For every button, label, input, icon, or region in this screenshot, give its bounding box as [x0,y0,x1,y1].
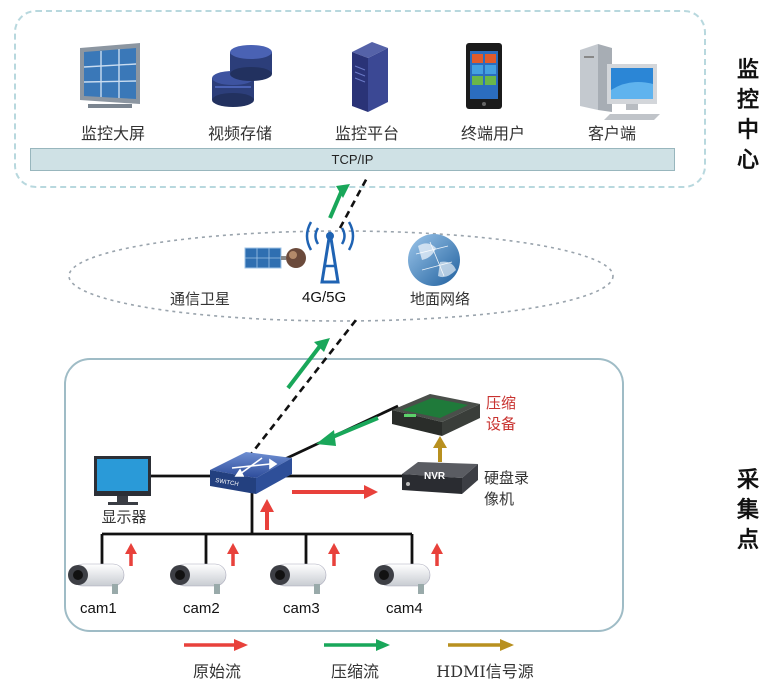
camera-icon [68,563,125,594]
transport-cloud [68,230,614,322]
camera-label: cam4 [386,600,423,617]
camera-label: cam1 [80,600,117,617]
hdmi-signal-arrow [433,436,447,462]
nvr-device-icon [402,462,478,494]
legend-hdmi-arrow [448,639,514,651]
display-label: 显示器 [101,508,147,526]
nvr-label: 硬盘录 像机 [484,469,530,508]
legend-compressed-arrow [324,639,390,651]
compression-device-label: 压缩 设备 [486,394,517,433]
compressed-stream-arrow [286,338,330,390]
database-icon [212,45,272,107]
camera-icon [170,563,227,594]
network-switch-icon [210,452,292,494]
monitoring-center-frame [14,10,706,188]
compressed-stream-arrow [316,416,379,446]
satellite-label: 通信卫星 [169,290,230,308]
camera-label: cam3 [283,600,320,617]
camera-label: cam2 [183,600,220,617]
monitoring-center-side-label: 监 控 中 心 [736,58,759,173]
satellite-icon [244,247,306,269]
smartphone-icon [466,43,502,109]
raw-stream-arrow [125,543,137,566]
ground-network-label: 地面网络 [409,290,470,308]
compressed-stream-arrow [328,184,350,219]
raw-stream-arrow [227,543,239,566]
collection-point-side-label: 采 集 点 [736,468,759,553]
cellular-label: 4G/5G [302,289,347,306]
legend-hdmi-label: HDMI信号源 [436,662,534,681]
globe-icon [408,234,460,286]
tcp-ip-bar: TCP/IP [30,148,675,171]
camera-icon [374,563,431,594]
legend-raw-label: 原始流 [192,662,241,681]
device-label-platform: 监控平台 [334,124,399,143]
desktop-computer-icon [580,44,660,120]
device-label-terminal-user: 终端用户 [460,124,525,143]
compression-device-icon [392,394,480,436]
device-label-video-wall: 监控大屏 [80,124,145,143]
raw-stream-arrow [328,543,340,566]
legend-raw-arrow [184,639,248,651]
collection-point-frame [64,358,624,632]
raw-stream-arrow [431,543,443,566]
raw-stream-arrow [260,499,274,530]
camera-icon [270,563,327,594]
raw-stream-arrow [292,485,378,499]
device-label-client: 客户端 [587,124,636,143]
legend-compressed-label: 压缩流 [330,662,379,681]
device-label-storage: 视频存储 [207,124,272,143]
display-monitor-icon [94,456,151,505]
server-icon [352,42,388,112]
nvr-badge: NVR [424,471,446,482]
video-wall-icon [80,43,140,108]
cell-tower-icon [305,221,355,284]
